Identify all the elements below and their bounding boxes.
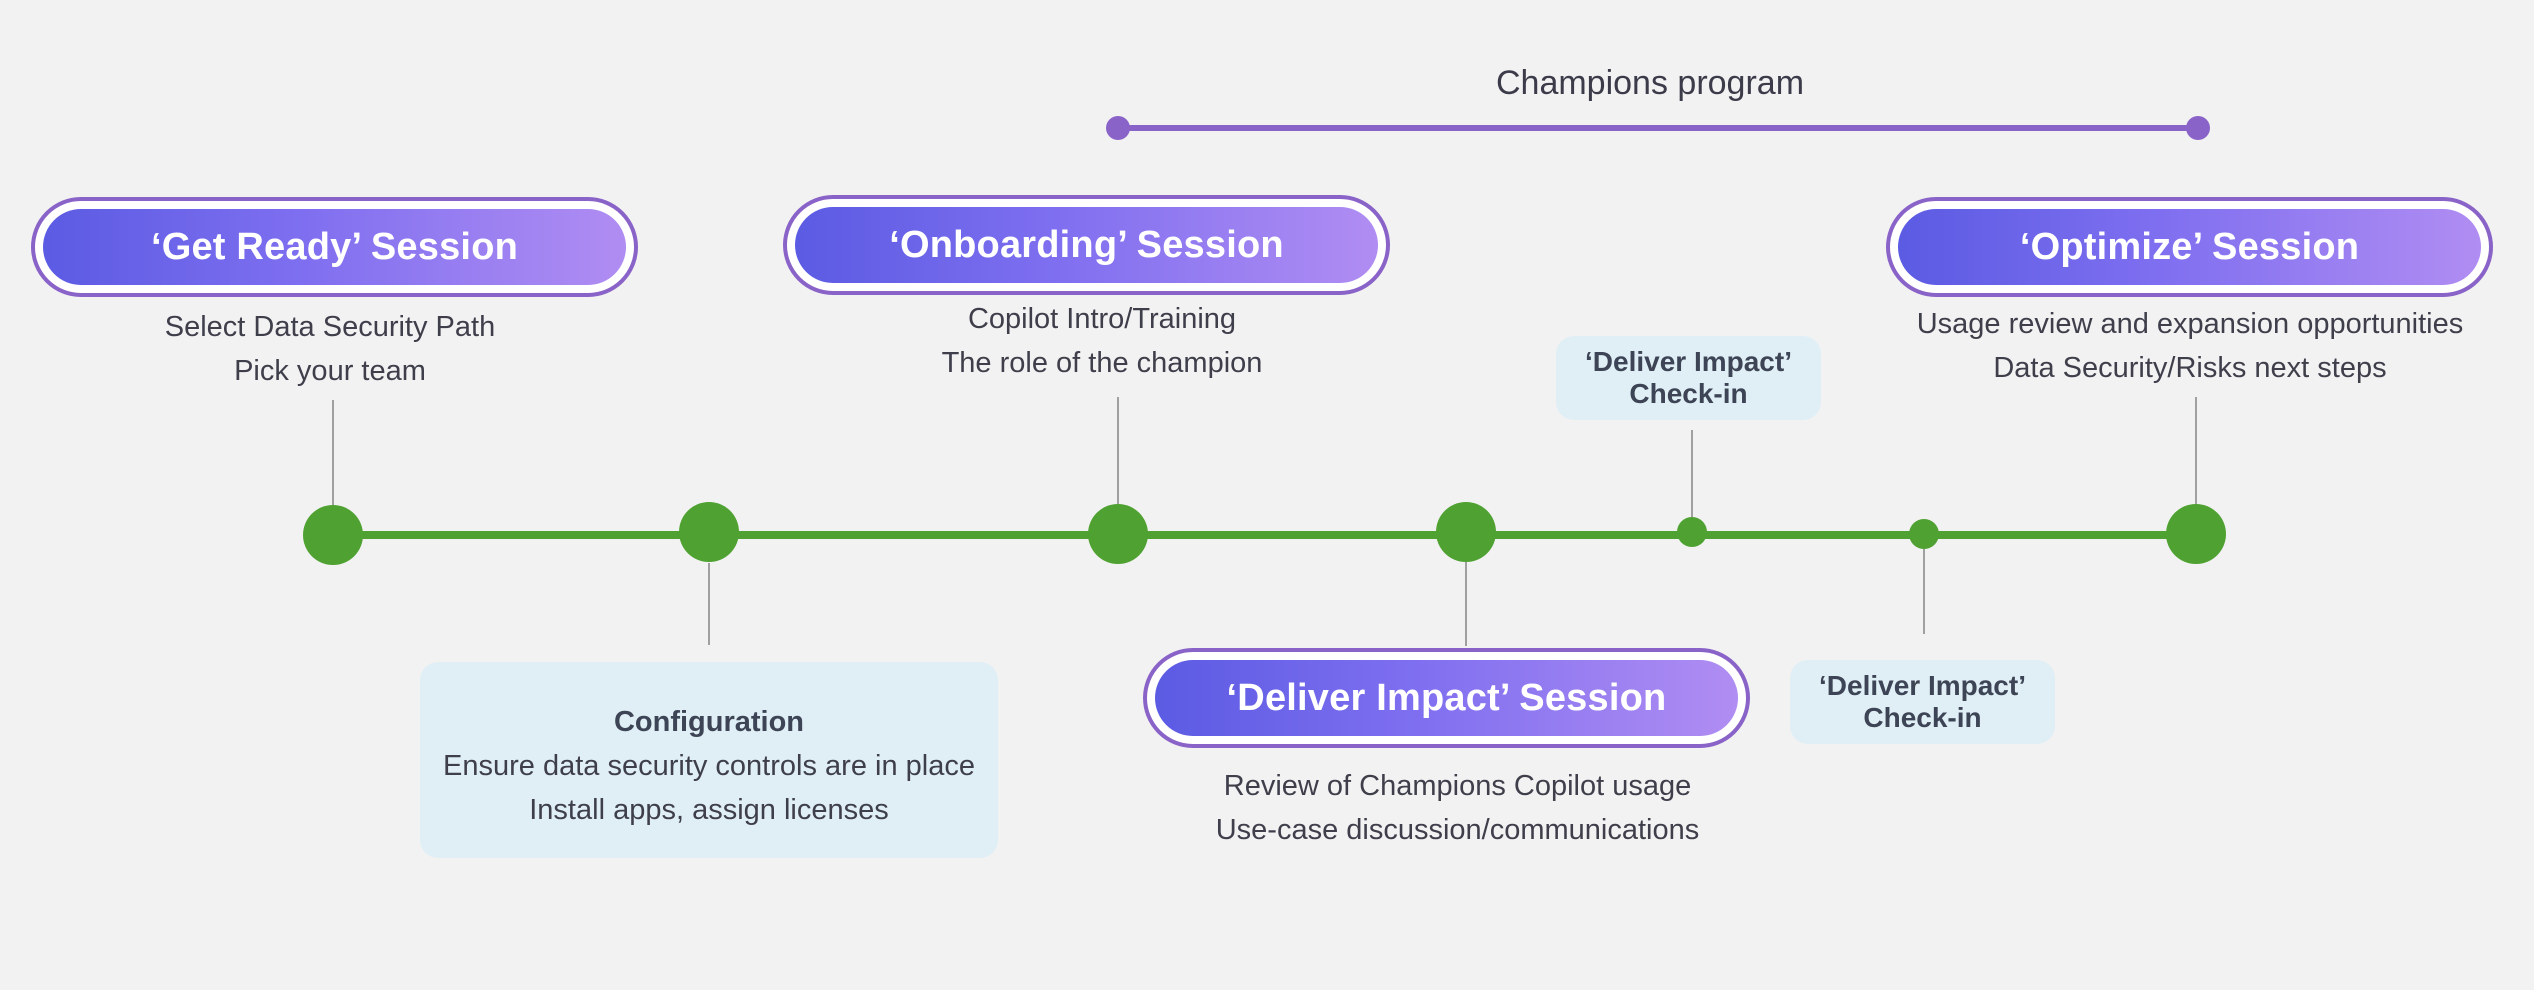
deliver-impact-line-2: Use-case discussion/communications xyxy=(1215,814,1700,846)
configuration-line-1: Ensure data security controls are in pla… xyxy=(443,750,975,782)
champions-program-bar xyxy=(1118,125,2198,131)
deliver-impact-session-title: ‘Deliver Impact’ Session xyxy=(1155,660,1738,736)
onboarding-session-title: ‘Onboarding’ Session xyxy=(795,207,1378,283)
configuration-box: Configuration Ensure data security contr… xyxy=(420,662,998,858)
timeline-node-configuration xyxy=(679,502,739,562)
champions-program-end-dot xyxy=(2186,116,2210,140)
timeline-node-checkin-1 xyxy=(1677,517,1707,547)
get-ready-session-pill: ‘Get Ready’ Session xyxy=(31,197,638,297)
optimize-session-title: ‘Optimize’ Session xyxy=(1898,209,2481,285)
deliver-impact-checkin-box-1: ‘Deliver Impact’ Check-in xyxy=(1556,336,1821,420)
connector-optimize xyxy=(2195,397,2197,505)
timeline-node-optimize xyxy=(2166,504,2226,564)
deliver-impact-description: Review of Champions Copilot usage Use-ca… xyxy=(1160,764,1755,852)
optimize-line-1: Usage review and expansion opportunities xyxy=(1916,308,2464,340)
optimize-description: Usage review and expansion opportunities… xyxy=(1870,302,2510,390)
get-ready-description: Select Data Security Path Pick your team xyxy=(60,305,600,393)
onboarding-session-pill: ‘Onboarding’ Session xyxy=(783,195,1390,295)
checkin-2-line-1: ‘Deliver Impact’ xyxy=(1819,670,2026,701)
connector-onboarding xyxy=(1117,397,1119,507)
checkin-1-line-1: ‘Deliver Impact’ xyxy=(1585,346,1792,377)
deliver-impact-checkin-box-2: ‘Deliver Impact’ Check-in xyxy=(1790,660,2055,744)
deliver-impact-line-1: Review of Champions Copilot usage xyxy=(1223,770,1692,802)
connector-deliver-impact xyxy=(1465,562,1467,646)
deliver-impact-session-pill: ‘Deliver Impact’ Session xyxy=(1143,648,1750,748)
onboarding-description: Copilot Intro/Training The role of the c… xyxy=(832,297,1372,385)
timeline-node-get-ready xyxy=(303,505,363,565)
champions-program-title: Champions program xyxy=(1495,64,1805,102)
get-ready-session-title: ‘Get Ready’ Session xyxy=(43,209,626,285)
champions-program-start-dot xyxy=(1106,116,1130,140)
timeline-node-checkin-2 xyxy=(1909,519,1939,549)
get-ready-line-2: Pick your team xyxy=(234,355,426,387)
connector-checkin-1 xyxy=(1691,430,1693,518)
timeline-line xyxy=(333,531,2196,539)
connector-checkin-2 xyxy=(1923,548,1925,634)
configuration-line-2: Install apps, assign licenses xyxy=(529,794,889,826)
timeline-node-onboarding xyxy=(1088,504,1148,564)
get-ready-line-1: Select Data Security Path xyxy=(164,311,496,343)
connector-configuration xyxy=(708,563,710,645)
optimize-session-pill: ‘Optimize’ Session xyxy=(1886,197,2493,297)
connector-get-ready xyxy=(332,400,334,505)
checkin-1-line-2: Check-in xyxy=(1629,378,1748,409)
configuration-title: Configuration xyxy=(613,706,805,738)
timeline-node-deliver-impact xyxy=(1436,502,1496,562)
onboarding-line-2: The role of the champion xyxy=(941,347,1263,379)
checkin-2-line-2: Check-in xyxy=(1863,702,1982,733)
onboarding-line-1: Copilot Intro/Training xyxy=(967,303,1237,335)
optimize-line-2: Data Security/Risks next steps xyxy=(1993,352,2387,384)
